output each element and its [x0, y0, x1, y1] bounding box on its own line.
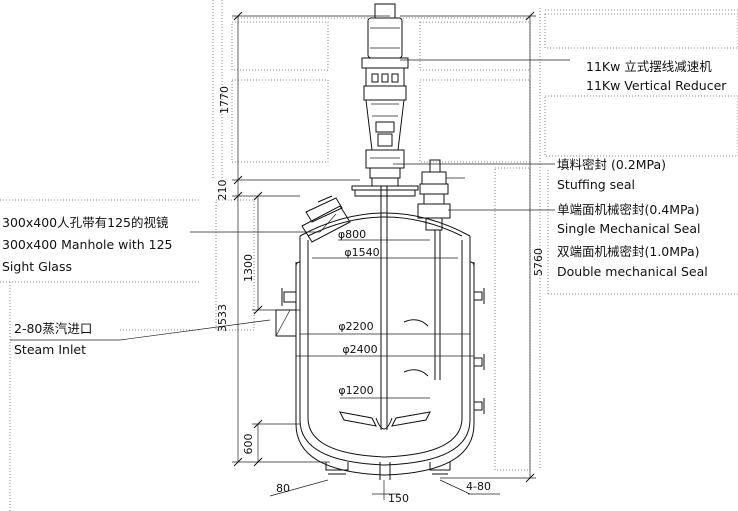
- dim-80: 80: [276, 482, 290, 495]
- leader-lines: [10, 209, 555, 497]
- reducer-label-cn: 11Kw 立式摆线减速机: [586, 59, 712, 74]
- double-seal-label-en: Double mechanical Seal: [557, 264, 708, 279]
- dim-d2200: φ2200: [338, 320, 373, 333]
- vessel-body: [275, 236, 485, 476]
- steam-label-cn: 2-80蒸汽进口: [14, 321, 93, 336]
- dim-d800: φ800: [338, 228, 366, 241]
- reducer-label-en: 11Kw Vertical Reducer: [586, 78, 727, 93]
- manhole-label-cn: 300x400人孔带有125的视镜: [2, 215, 169, 230]
- motor-reducer: [361, 3, 570, 187]
- dim-d2400: φ2400: [342, 343, 377, 356]
- dim-3533: 3533: [216, 304, 229, 332]
- dim-4-80: 4-80: [466, 480, 491, 493]
- stuffing-label-en: Stuffing seal: [557, 177, 636, 192]
- stuffing-label-cn: 填料密封 (0.2MPa): [557, 157, 667, 172]
- dim-210: 210: [216, 180, 229, 201]
- dim-5760: 5760: [532, 248, 545, 276]
- single-seal-label-cn: 单端面机械密封(0.4MPa): [557, 202, 700, 217]
- dim-1770: 1770: [218, 86, 231, 114]
- double-seal-label-cn: 双端面机械密封(1.0MPa): [557, 244, 700, 259]
- dimension-lines: [232, 11, 536, 483]
- vessel-top: [299, 159, 471, 380]
- dim-600: 600: [242, 434, 255, 455]
- manhole-label-en-1: 300x400 Manhole with 125: [2, 237, 173, 252]
- agitator: [339, 186, 431, 500]
- manhole-label-en-2: Sight Glass: [2, 259, 72, 274]
- dim-1300: 1300: [242, 254, 255, 282]
- dim-d1200: φ1200: [338, 384, 373, 397]
- dim-d1540: φ1540: [344, 246, 379, 259]
- single-seal-label-en: Single Mechanical Seal: [557, 221, 701, 236]
- dim-150: 150: [388, 492, 409, 505]
- steam-label-en: Steam Inlet: [14, 342, 87, 357]
